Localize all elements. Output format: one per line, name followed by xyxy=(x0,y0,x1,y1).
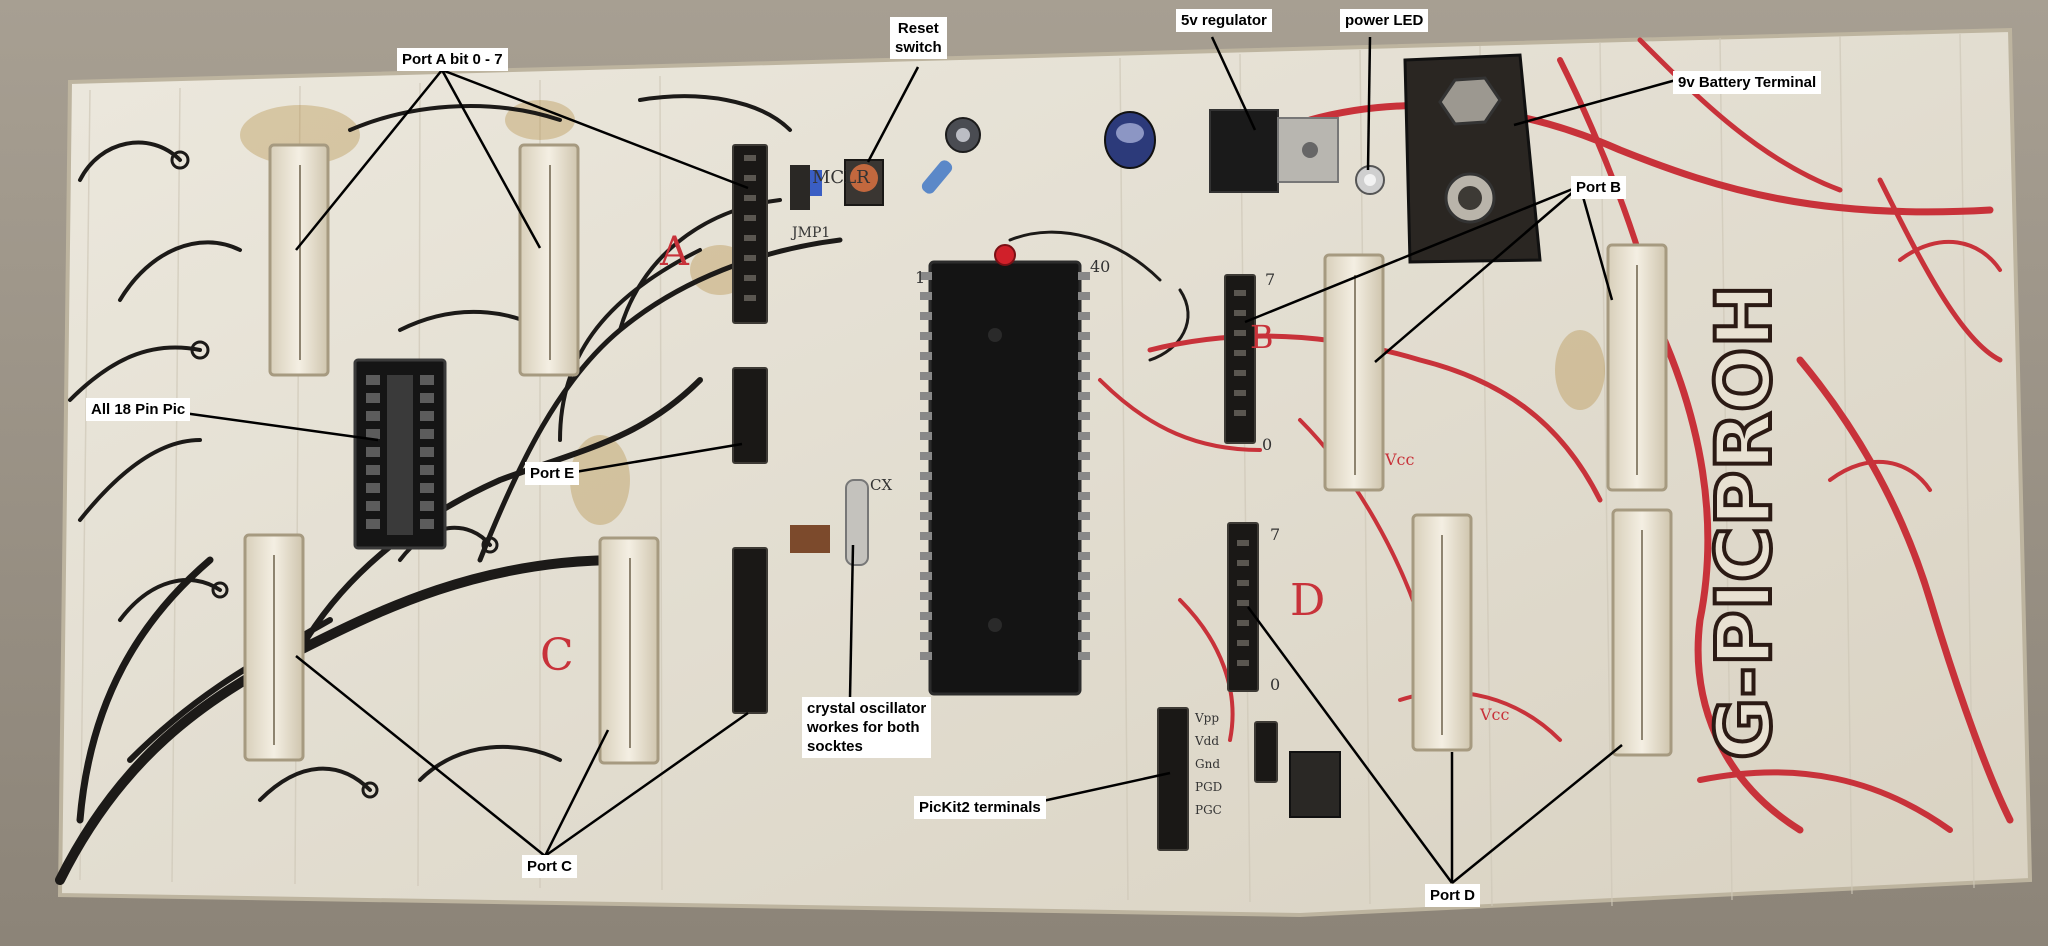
label-crystal-oscillator: crystal oscillator workes for both sockt… xyxy=(802,697,932,758)
pin-sockets xyxy=(732,144,1278,851)
label-reset-line2: switch xyxy=(895,39,942,56)
regulator xyxy=(1104,109,1339,193)
battery-terminal xyxy=(1403,53,1542,264)
label-port-e: Port E xyxy=(525,462,580,485)
mark-jmp: JMP1 xyxy=(790,225,830,241)
mark-pk-vdd: Vdd xyxy=(1194,734,1219,748)
microcontroller-40pin xyxy=(920,260,1090,696)
mark-port-c: C xyxy=(540,630,574,681)
mark-vcc1: Vcc xyxy=(1384,450,1415,469)
mark-mclr: MCLR xyxy=(812,167,870,188)
mark-d-bit0: 0 xyxy=(1270,675,1280,694)
mark-b-bit7: 7 xyxy=(1265,270,1275,289)
label-crystal-line1: crystal oscillator xyxy=(807,700,927,717)
mark-pin40: 40 xyxy=(1090,257,1110,276)
slide-switch xyxy=(1289,751,1341,818)
reset-switch xyxy=(844,159,884,206)
capacitor-small xyxy=(945,117,981,153)
crystal-oscillator xyxy=(790,479,869,566)
mark-pk-gnd: Gnd xyxy=(1195,757,1220,771)
mark-port-b: B xyxy=(1250,318,1274,356)
mark-d-bit7: 7 xyxy=(1270,525,1280,544)
label-reset-line1: Reset xyxy=(897,20,939,37)
label-port-d: Port D xyxy=(1425,884,1480,907)
mark-vcc2: Vcc xyxy=(1479,705,1510,724)
logo-vertical: G-PICPROH xyxy=(1697,282,1790,762)
label-crystal-line3: socktes xyxy=(807,738,863,755)
header-pins xyxy=(273,165,1643,748)
mark-pk-vpp: Vpp xyxy=(1194,711,1219,725)
label-5v-regulator: 5v regulator xyxy=(1176,9,1272,32)
mark-port-d: D xyxy=(1290,575,1325,626)
mark-b-bit0: 0 xyxy=(1262,435,1272,454)
ic-socket-18pin xyxy=(353,358,447,550)
label-port-a: Port A bit 0 - 7 xyxy=(397,48,508,71)
label-port-c: Port C xyxy=(522,855,577,878)
logo-text: G-PICPROH xyxy=(1699,284,1788,760)
jumper xyxy=(790,165,822,210)
mark-pin1: 1 xyxy=(915,268,925,287)
resistor xyxy=(921,160,953,194)
mark-port-a: A xyxy=(659,229,690,275)
handwritten-markings: A B C D MCLR JMP1 1 40 CX Vcc Vcc 7 0 7 … xyxy=(540,167,1510,817)
mark-pk-pgd: PGD xyxy=(1195,780,1222,794)
label-crystal-line2: workes for both xyxy=(807,719,920,736)
power-led xyxy=(1355,165,1385,195)
mark-pk-pgc: PGC xyxy=(1195,803,1222,817)
socket-holes xyxy=(744,155,1249,666)
status-led xyxy=(994,244,1016,266)
mark-cx: CX xyxy=(870,476,892,494)
label-pickit2-terminals: PicKit2 terminals xyxy=(914,796,1046,819)
label-battery-terminal: 9v Battery Terminal xyxy=(1673,71,1822,94)
label-power-led: power LED xyxy=(1340,9,1429,32)
label-reset-switch: Reset switch xyxy=(890,17,947,59)
label-18-pin-pic: All 18 Pin Pic xyxy=(86,398,191,421)
label-port-b: Port B xyxy=(1571,176,1626,199)
